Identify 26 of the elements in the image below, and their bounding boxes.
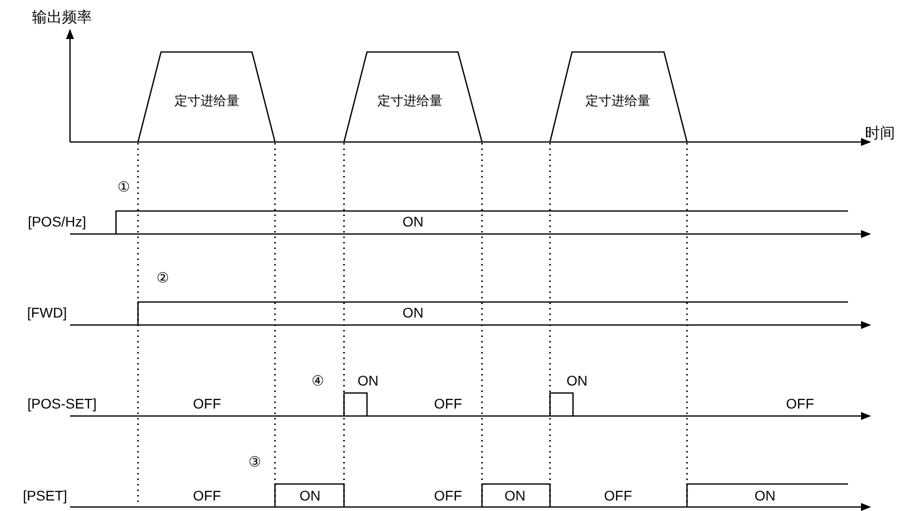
state-label: ON [358, 373, 378, 389]
signal-name: [POS-SET] [27, 396, 97, 412]
waveform-label: 定寸进给量 [378, 94, 442, 108]
step-number: ① [118, 179, 130, 195]
state-label: OFF [434, 396, 462, 412]
state-label: OFF [193, 488, 221, 504]
signal-name: [PSET] [22, 488, 68, 504]
signal-name: [FWD] [27, 305, 67, 321]
axis-label: 时间 [865, 126, 895, 142]
waveform-label: 定寸进给量 [586, 94, 650, 108]
state-label: ON [402, 214, 424, 230]
state-label: ON [402, 305, 424, 321]
step-number: ④ [312, 373, 324, 389]
axis-label: 输出频率 [32, 10, 92, 26]
state-label: OFF [434, 488, 462, 504]
signal-name: [POS/Hz] [28, 214, 86, 230]
state-label: OFF [786, 396, 814, 412]
state-label: OFF [193, 396, 221, 412]
step-number: ③ [248, 454, 262, 470]
state-label: OFF [604, 488, 632, 504]
state-label: ON [300, 488, 320, 504]
state-label: ON [566, 373, 588, 389]
waveform-label: 定寸进给量 [174, 94, 240, 108]
state-label: ON [504, 488, 526, 504]
state-label: ON [754, 488, 776, 504]
step-number: ② [156, 270, 170, 286]
